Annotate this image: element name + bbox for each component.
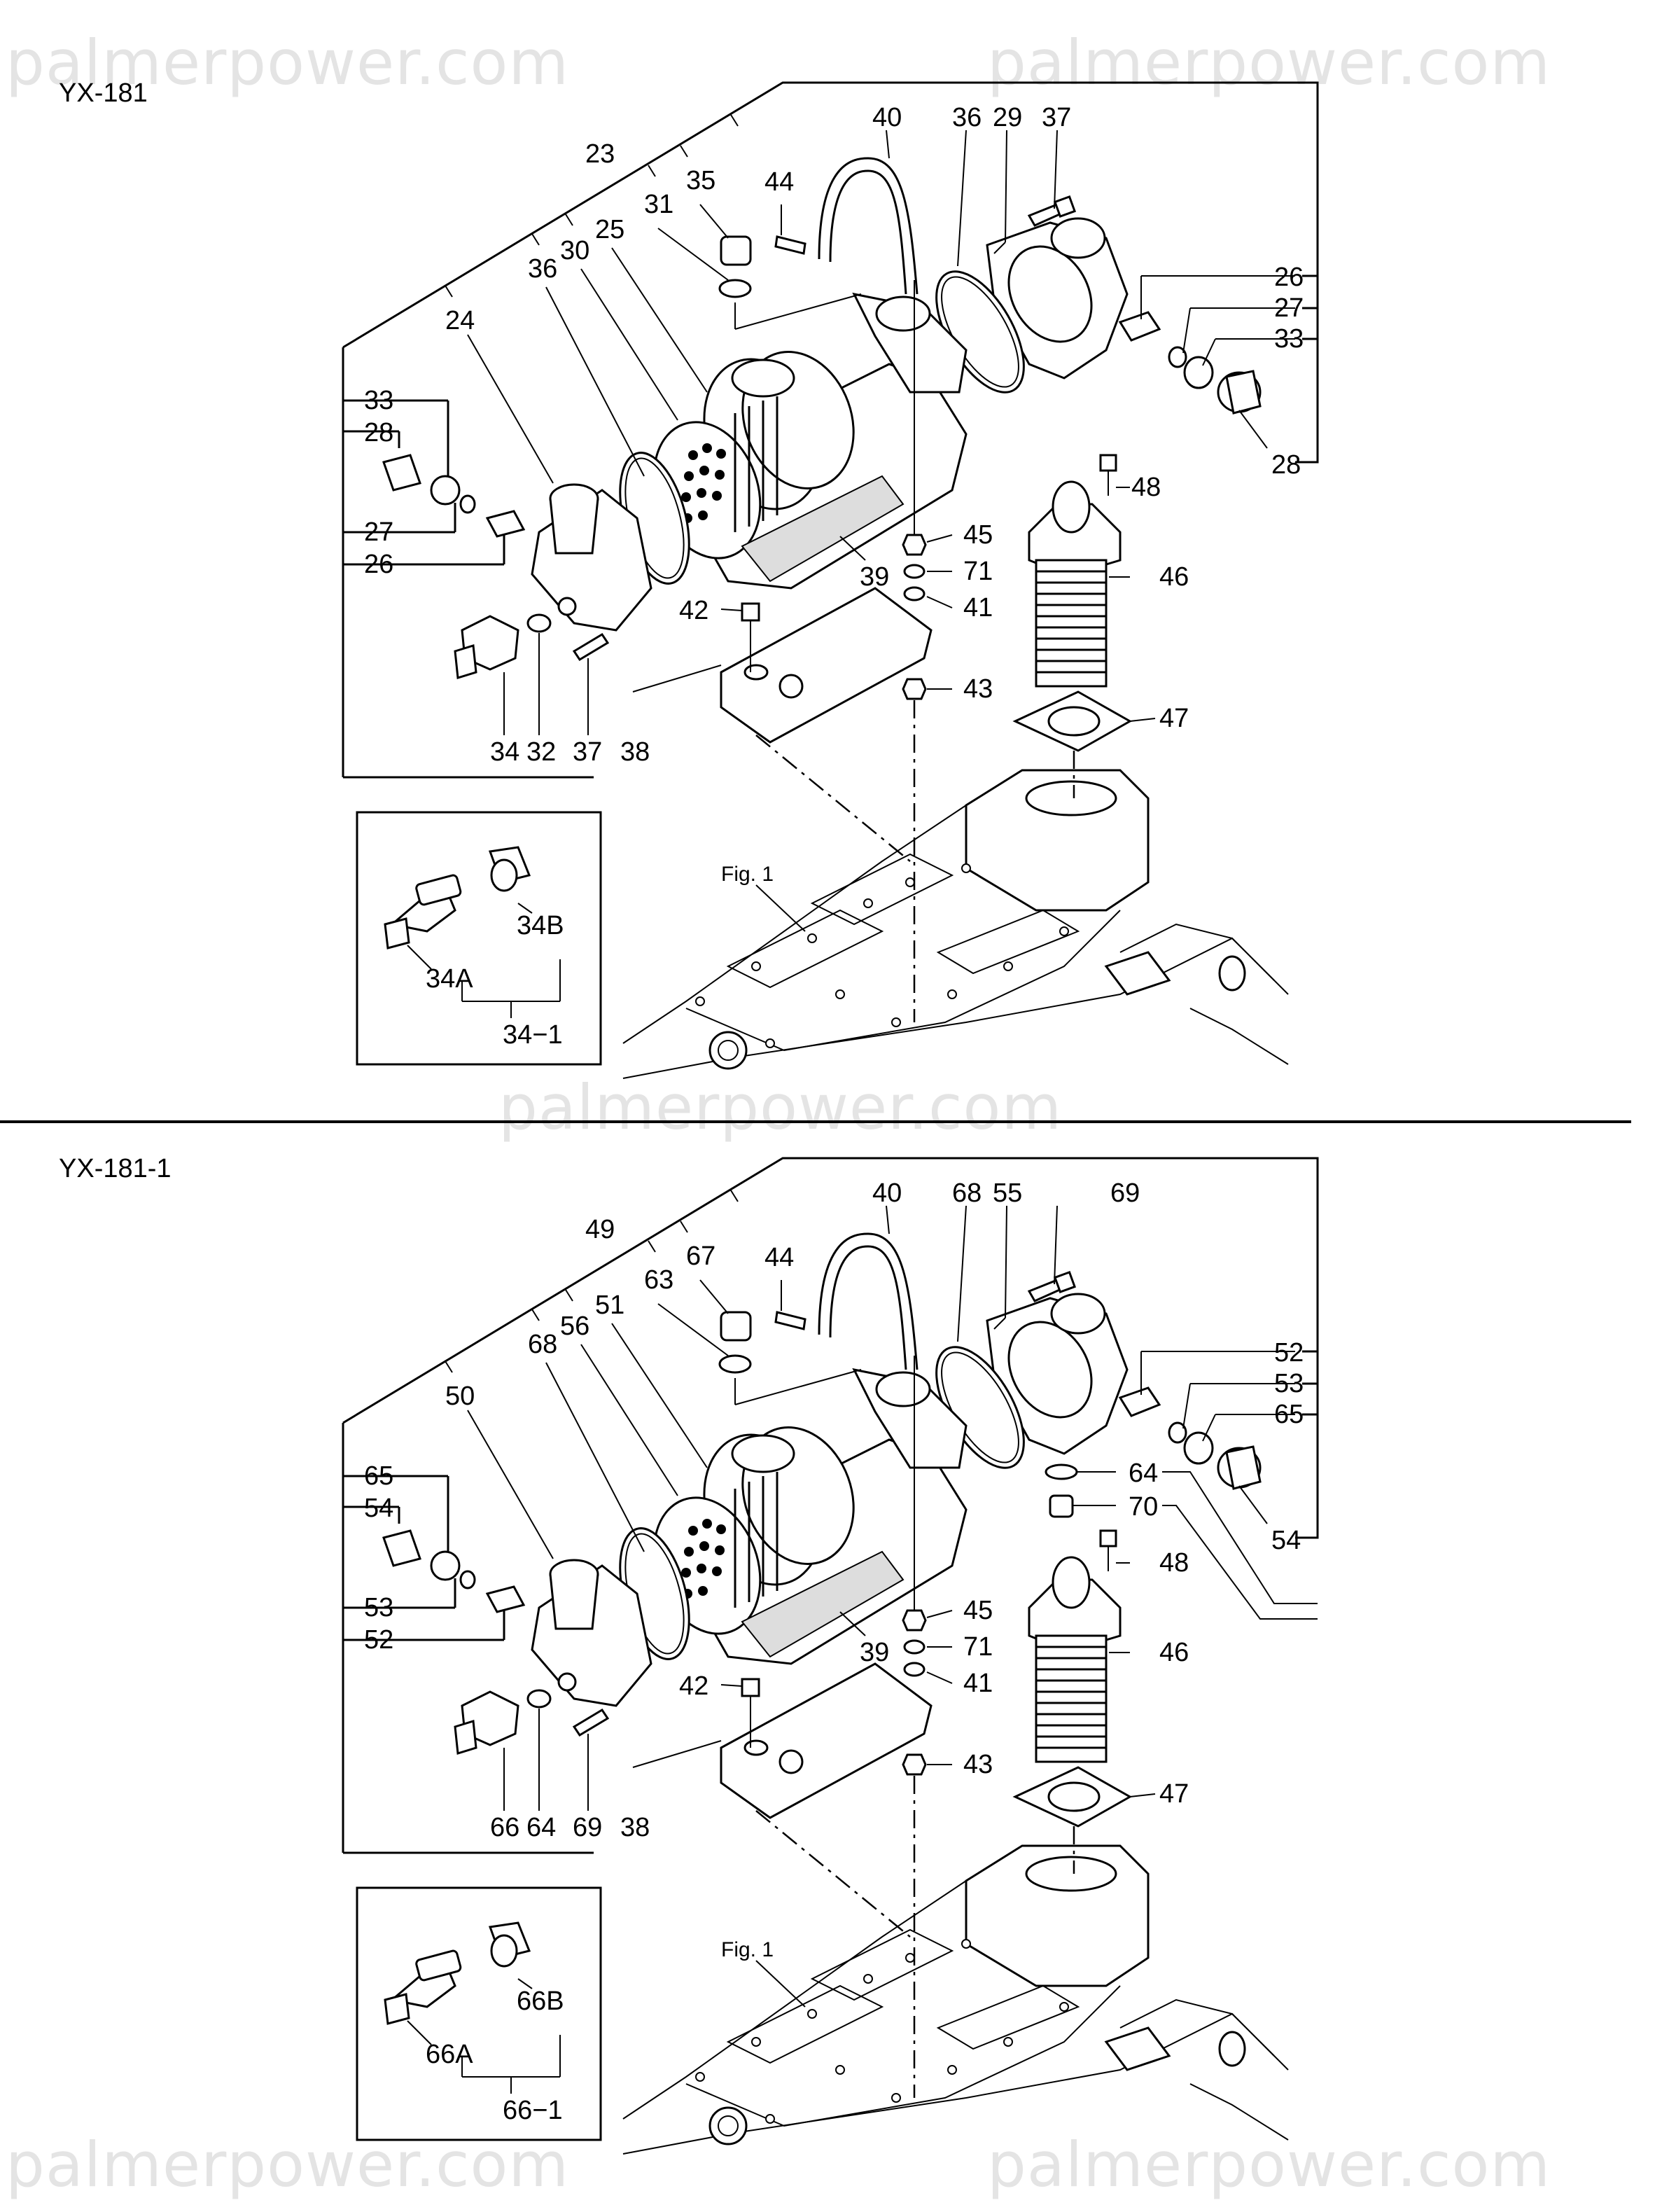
callout-28-left: 28 bbox=[364, 418, 393, 447]
callout-30: 30 bbox=[560, 236, 589, 265]
callout-41: 41 bbox=[963, 1669, 993, 1698]
callout-44: 44 bbox=[764, 167, 794, 197]
callout-65: 65 bbox=[1274, 1400, 1304, 1429]
callout-29: 29 bbox=[993, 103, 1022, 132]
callout-25: 25 bbox=[595, 215, 624, 244]
callout-33-left: 33 bbox=[364, 386, 393, 415]
callout-28: 28 bbox=[1271, 450, 1301, 480]
callout-64: 64 bbox=[526, 1813, 556, 1842]
callout-47: 47 bbox=[1159, 704, 1189, 733]
callout-52-left: 52 bbox=[364, 1625, 393, 1655]
callout-48: 48 bbox=[1159, 1548, 1189, 1578]
callout-36-left: 36 bbox=[528, 254, 557, 284]
callout-67: 67 bbox=[686, 1241, 715, 1271]
callout-53-left: 53 bbox=[364, 1593, 393, 1622]
callout-54: 54 bbox=[1271, 1526, 1301, 1555]
callout-43: 43 bbox=[963, 1750, 993, 1779]
callout-43: 43 bbox=[963, 674, 993, 704]
callout-42: 42 bbox=[679, 1671, 708, 1701]
callout-44: 44 bbox=[764, 1243, 794, 1272]
figure-bottom-drawing bbox=[342, 1157, 1319, 2155]
callout-36: 36 bbox=[952, 103, 982, 132]
callout-32: 32 bbox=[526, 737, 556, 767]
callout-46: 46 bbox=[1159, 562, 1189, 592]
callout-68-left: 68 bbox=[528, 1330, 557, 1359]
callout-48: 48 bbox=[1131, 473, 1161, 502]
callout-51: 51 bbox=[595, 1291, 624, 1320]
watermark-middle: palmerpower.com bbox=[498, 1071, 1063, 1143]
callout-34: 34 bbox=[490, 737, 519, 767]
callout-56: 56 bbox=[560, 1312, 589, 1341]
callout-70: 70 bbox=[1129, 1492, 1158, 1522]
callout-33: 33 bbox=[1274, 324, 1304, 354]
inset-label-a: 34A bbox=[426, 964, 473, 994]
callout-27: 27 bbox=[1274, 293, 1304, 323]
callout-64-extra: 64 bbox=[1129, 1459, 1158, 1488]
callout-53: 53 bbox=[1274, 1369, 1304, 1398]
inset-label-b: 66B bbox=[517, 1987, 564, 2016]
labels-bottom: 40 68 55 69 49 67 44 63 51 56 68 50 52 5… bbox=[364, 1178, 1304, 2125]
callout-63: 63 bbox=[644, 1265, 673, 1295]
watermark-top-left: palmerpower.com bbox=[6, 27, 570, 99]
callout-37: 37 bbox=[1042, 103, 1071, 132]
callout-45: 45 bbox=[963, 520, 993, 550]
callout-65-left: 65 bbox=[364, 1461, 393, 1491]
figure-id-top: YX-181 bbox=[59, 78, 148, 108]
callout-50: 50 bbox=[445, 1382, 475, 1411]
callout-37-bottom: 37 bbox=[573, 737, 602, 767]
callout-46: 46 bbox=[1159, 1638, 1189, 1667]
callout-24: 24 bbox=[445, 306, 475, 335]
inset-label-set: 34−1 bbox=[503, 1020, 563, 1050]
callout-54-left: 54 bbox=[364, 1494, 393, 1523]
inset-label-set: 66−1 bbox=[503, 2096, 563, 2125]
callout-31: 31 bbox=[644, 190, 673, 219]
callout-52: 52 bbox=[1274, 1338, 1304, 1368]
fig-1-label: Fig. 1 bbox=[721, 1938, 774, 1961]
callout-49: 49 bbox=[585, 1215, 615, 1244]
callout-68: 68 bbox=[952, 1178, 982, 1208]
callout-71: 71 bbox=[963, 557, 993, 586]
watermark-bottom-right: palmerpower.com bbox=[987, 2129, 1551, 2201]
callout-35: 35 bbox=[686, 166, 715, 195]
callout-38: 38 bbox=[620, 737, 650, 767]
callout-71: 71 bbox=[963, 1632, 993, 1662]
callout-26-left: 26 bbox=[364, 550, 393, 579]
callout-40: 40 bbox=[872, 1178, 902, 1208]
callout-47: 47 bbox=[1159, 1779, 1189, 1809]
fig-1-label: Fig. 1 bbox=[721, 863, 774, 886]
callout-42: 42 bbox=[679, 596, 708, 625]
callout-38: 38 bbox=[620, 1813, 650, 1842]
callout-40: 40 bbox=[872, 103, 902, 132]
inset-label-b: 34B bbox=[517, 911, 564, 940]
callout-39: 39 bbox=[860, 562, 889, 592]
callout-26: 26 bbox=[1274, 263, 1304, 292]
callout-39: 39 bbox=[860, 1638, 889, 1667]
callout-23: 23 bbox=[585, 139, 615, 169]
callout-41: 41 bbox=[963, 593, 993, 622]
callout-69-bottom: 69 bbox=[573, 1813, 602, 1842]
labels-top: 40 36 29 37 23 35 44 31 25 30 36 24 26 2… bbox=[364, 103, 1304, 1050]
figure-id-bottom: YX-181-1 bbox=[59, 1154, 172, 1183]
callout-66: 66 bbox=[490, 1813, 519, 1842]
inset-label-a: 66A bbox=[426, 2040, 473, 2069]
callout-45: 45 bbox=[963, 1596, 993, 1625]
watermark-top-right: palmerpower.com bbox=[987, 27, 1551, 99]
callout-69: 69 bbox=[1110, 1178, 1140, 1208]
callout-27-left: 27 bbox=[364, 517, 393, 547]
callout-55: 55 bbox=[993, 1178, 1022, 1208]
